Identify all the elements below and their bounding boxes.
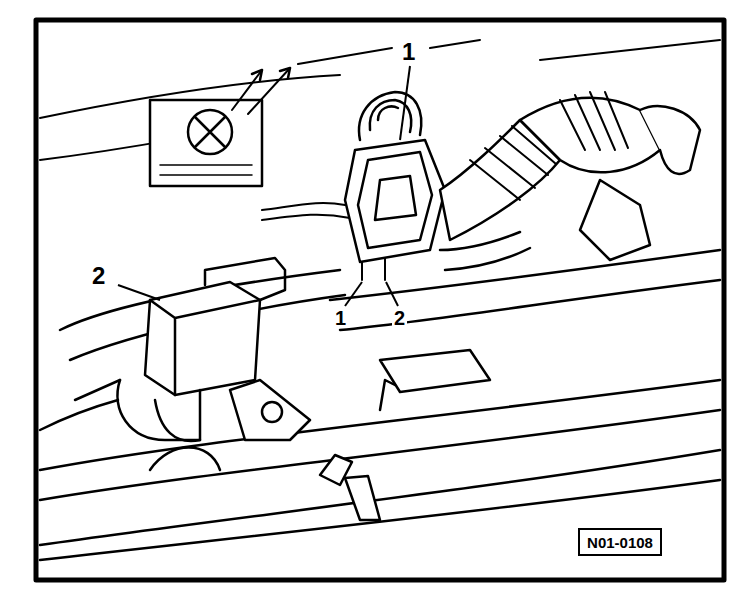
callout-number: 2 — [90, 264, 107, 288]
callout-number: 1 — [400, 40, 417, 64]
figure-number: N01-0108 — [587, 534, 653, 551]
figure-number-box: N01-0108 — [578, 528, 662, 556]
callout-number: 2 — [392, 308, 407, 328]
callout-number: 1 — [333, 308, 348, 328]
